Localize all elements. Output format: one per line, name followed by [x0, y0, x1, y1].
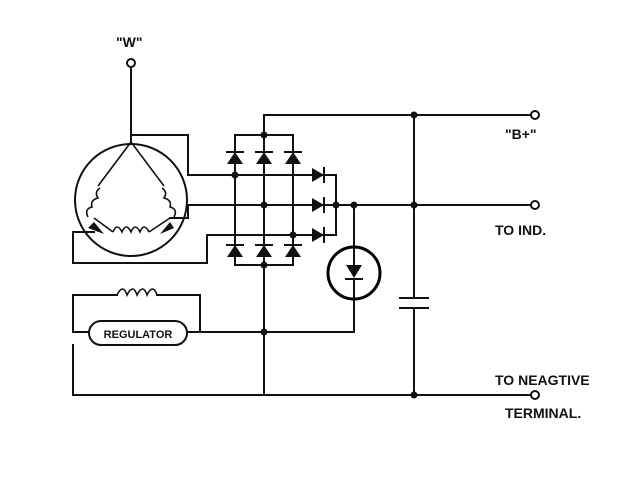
to-ind-label: TO IND. — [495, 222, 546, 238]
to-negative-label-line2: TERMINAL. — [505, 405, 581, 421]
w-terminal-label: "W" — [116, 34, 143, 50]
capacitor — [399, 114, 429, 396]
highlighted-diode — [326, 204, 382, 333]
stator-ring — [74, 143, 188, 257]
ground-wire — [72, 344, 532, 396]
regulator-label: REGULATOR — [104, 329, 173, 341]
highlight-circle — [326, 245, 382, 301]
phase-b-wire — [169, 204, 337, 219]
positive-diodes — [226, 151, 302, 164]
to-negative-label-line1: TO NEAGTIVE — [495, 372, 590, 388]
w-terminal — [126, 58, 136, 68]
trio-diodes — [312, 167, 325, 243]
negative-diodes — [226, 244, 302, 257]
negative-terminal — [530, 390, 540, 400]
b-plus-label: "B+" — [505, 126, 537, 142]
b-plus-wire — [263, 114, 532, 136]
stator-windings — [85, 141, 177, 234]
b-plus-terminal — [530, 110, 540, 120]
phase-c-wire — [72, 231, 337, 264]
to-ind-terminal — [530, 200, 540, 210]
field-coil — [72, 288, 201, 333]
